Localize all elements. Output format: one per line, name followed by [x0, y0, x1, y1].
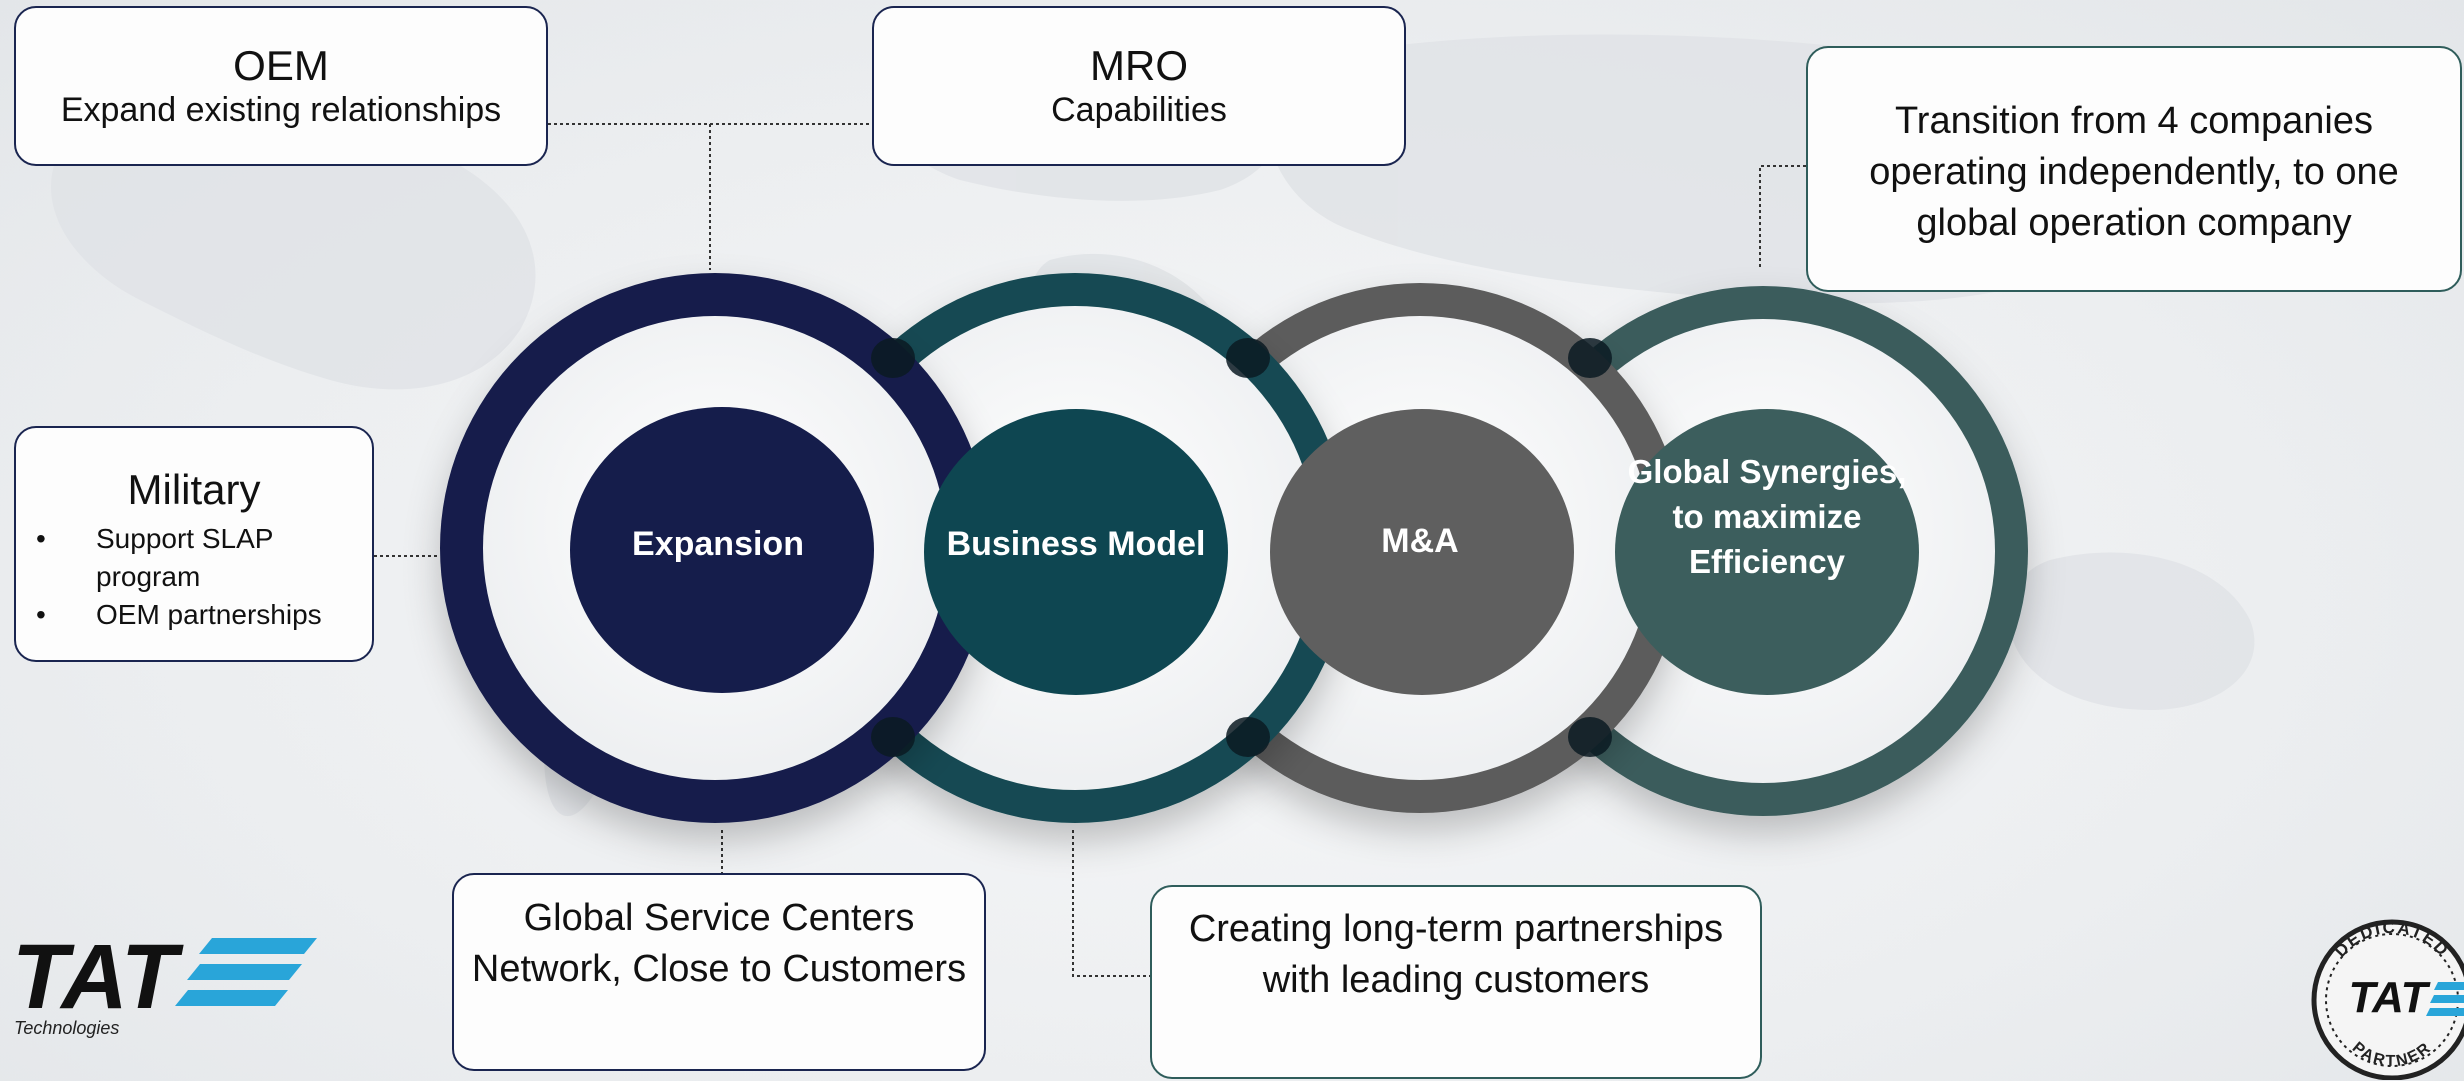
military-title: Military: [127, 466, 261, 513]
military-item-slap: Support SLAP program: [16, 520, 372, 596]
transition-line-1: Transition from 4 companies: [1894, 100, 2373, 142]
label-global-synergies-line-3: Efficiency: [1689, 543, 1846, 580]
oem-title: OEM: [233, 42, 329, 89]
label-expansion: Expansion: [632, 525, 804, 563]
badge-center-text: TAT: [2349, 973, 2431, 1022]
circle-business-model: [924, 409, 1228, 695]
mro-title: MRO: [1090, 42, 1188, 89]
oem-box: OEM Expand existing relationships: [14, 6, 548, 166]
logo-wordmark: TAT: [12, 930, 184, 1028]
transition-box: Transition from 4 companies operating in…: [1806, 46, 2462, 292]
label-business-model: Business Model: [947, 525, 1206, 563]
military-item-oem: OEM partnerships: [16, 596, 372, 634]
mro-subtitle: Capabilities: [1051, 91, 1227, 129]
label-ma: M&A: [1381, 522, 1458, 560]
label-global-synergies-line-1: Global Synergies,: [1628, 453, 1907, 490]
oem-subtitle: Expand existing relationships: [60, 91, 502, 129]
service-centers-box: Global Service Centers Network, Close to…: [452, 873, 986, 1071]
circle-expansion: [570, 407, 874, 693]
circle-global-synergies: [1615, 409, 1919, 695]
partnerships-line-1: Creating long-term partnerships: [1188, 908, 1724, 950]
military-list: Support SLAP program OEM partnerships: [16, 520, 372, 634]
transition-line-2: operating independently, to one: [1869, 151, 2399, 193]
partnerships-line-2: with leading customers: [1262, 959, 1650, 1001]
military-box: Military Support SLAP program OEM partne…: [14, 426, 374, 662]
partnerships-box: Creating long-term partnerships with lea…: [1150, 885, 1762, 1079]
dedicated-partner-badge: DEDICATED TAT PARTNER: [2311, 918, 2464, 1080]
circle-ma: [1270, 409, 1574, 695]
mro-box: MRO Capabilities: [872, 6, 1406, 166]
tat-technologies-logo: TAT Technologies: [12, 930, 317, 1038]
logo-tagline: Technologies: [14, 1018, 119, 1038]
transition-line-3: global operation company: [1916, 202, 2352, 244]
logo-stripes-icon: [175, 938, 317, 1006]
service-line-1: Global Service Centers: [523, 897, 915, 939]
service-line-2: Network, Close to Customers: [471, 948, 967, 990]
badge-stripes-icon: [2426, 982, 2464, 1016]
label-global-synergies-line-2: to maximize: [1673, 498, 1862, 535]
